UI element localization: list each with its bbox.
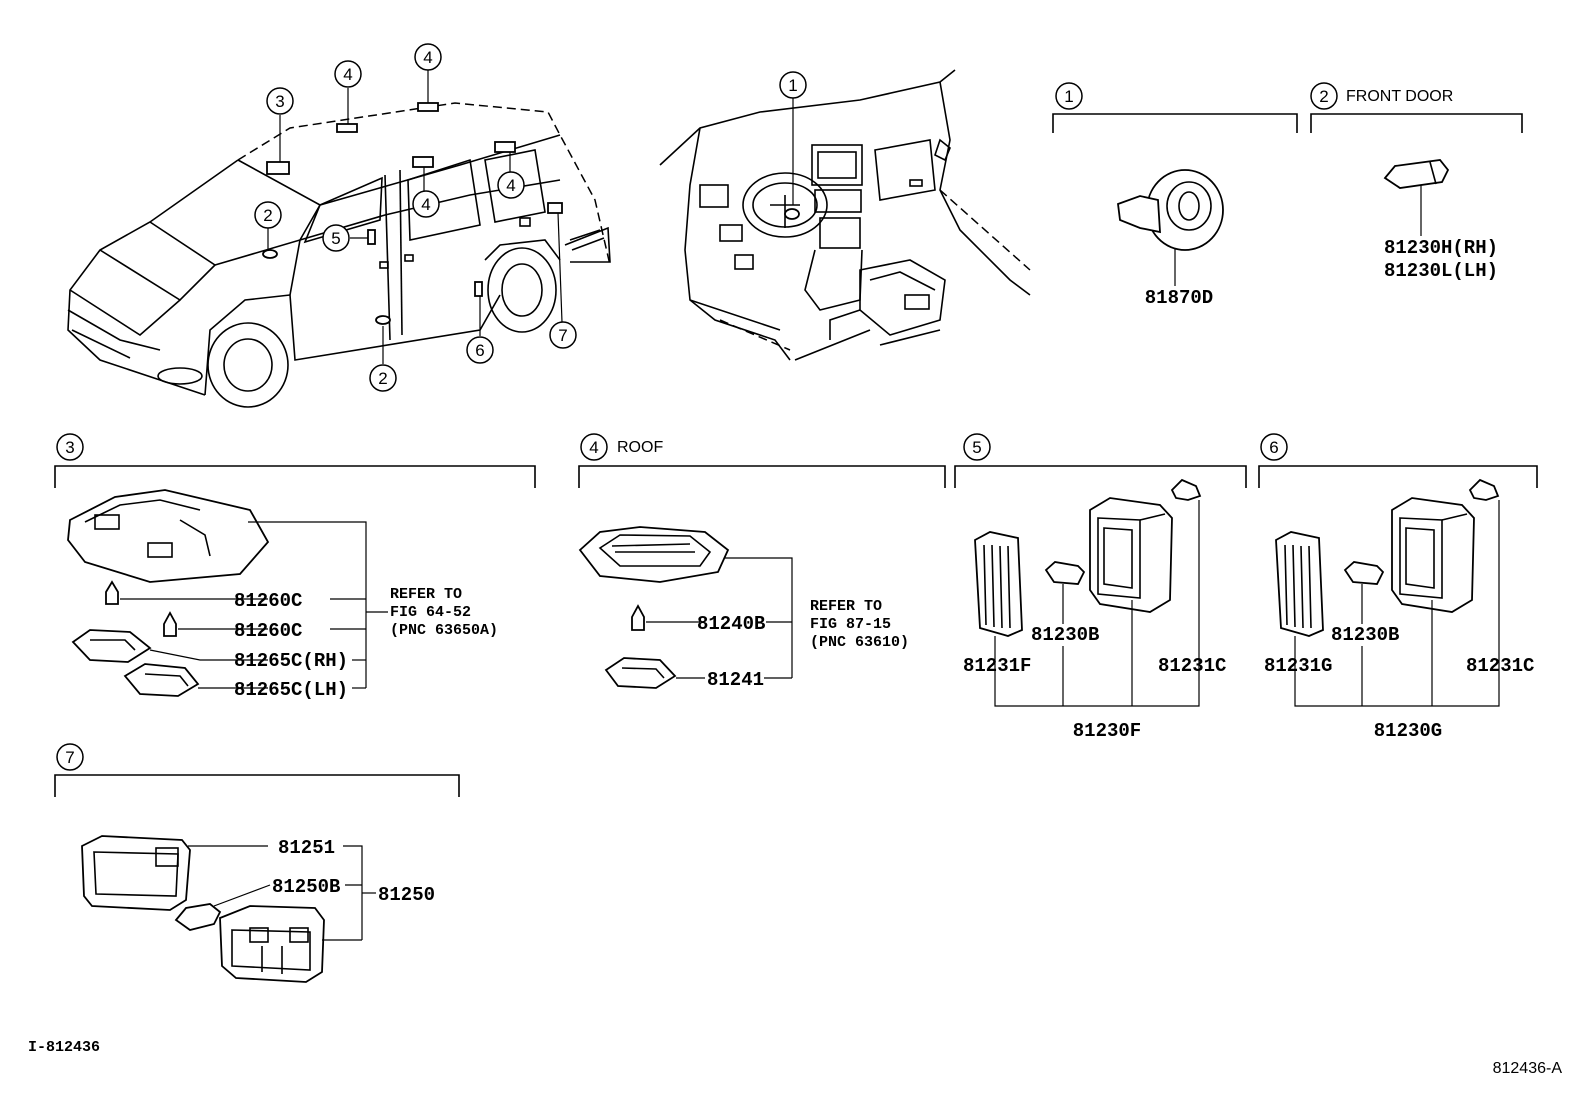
courtesy-lamp-assembly-6 [1275,478,1500,707]
callout-3-car: 3 [266,87,294,115]
svg-text:3: 3 [275,92,284,111]
callout-5-car: 5 [322,224,350,252]
part-81230G: 81230G [1374,720,1442,742]
svg-text:4: 4 [421,195,430,214]
svg-text:4: 4 [343,65,352,84]
part-81231C-6: 81231C [1466,655,1534,677]
section-2-header: 2 FRONT DOOR [1310,82,1523,133]
svg-text:3: 3 [65,438,74,457]
callout-1-dash: 1 [779,71,807,99]
svg-text:4: 4 [506,176,515,195]
part-81265C-lh: 81265C(LH) [234,679,348,701]
note-3-fig: FIG 64-52 [390,604,471,621]
svg-text:5: 5 [972,438,981,457]
section-7-header: 7 [54,743,460,797]
svg-text:2: 2 [1319,87,1328,106]
note-4-refer: REFER TO [810,598,882,615]
luggage-lamp-assembly [81,835,376,983]
part-81231G: 81231G [1264,655,1332,677]
part-81230F: 81230F [1073,720,1141,742]
callout-4-car-d: 4 [497,171,525,199]
part-81231C-5: 81231C [1158,655,1226,677]
callout-4-car-b: 4 [414,43,442,71]
svg-text:2: 2 [263,206,272,225]
section-1-header: 1 [1052,82,1298,133]
dashboard-illustration [659,69,1031,361]
svg-text:1: 1 [788,76,797,95]
vehicle-illustration [67,70,611,408]
note-4-fig: FIG 87-15 [810,616,891,633]
svg-text:5: 5 [331,229,340,248]
svg-text:6: 6 [475,341,484,360]
roof-lamp-assembly [578,526,793,689]
callout-2-car-b: 2 [369,364,397,392]
part-81231F: 81231F [963,655,1031,677]
part-81251: 81251 [278,837,335,859]
part-81265C-rh: 81265C(RH) [234,650,348,672]
part-81230H-rh: 81230H(RH) [1384,237,1498,259]
note-4-pnc: (PNC 63610) [810,634,909,651]
note-3-refer: REFER TO [390,586,462,603]
map-lamp-assembly [67,489,388,697]
part-81260C-a: 81260C [234,590,302,612]
svg-text:4: 4 [423,48,432,67]
callout-4-car-a: 4 [334,60,362,88]
part-81241: 81241 [707,669,764,691]
callout-2-car-a: 2 [254,201,282,229]
note-3-pnc: (PNC 63650A) [390,622,498,639]
section-4-header: 4 ROOF [578,433,946,488]
part-81230B-5: 81230B [1031,624,1099,646]
courtesy-lamp-assembly-5 [974,478,1202,707]
callout-7-car: 7 [549,321,577,349]
part-81250: 81250 [378,884,435,906]
svg-text:4: 4 [589,438,598,457]
part-81870D: 81870D [1145,287,1213,309]
svg-text:1: 1 [1064,87,1073,106]
diagram-id-left: I-812436 [28,1039,100,1056]
part-81230L-lh: 81230L(LH) [1384,260,1498,282]
part-81250B: 81250B [272,876,340,898]
svg-text:7: 7 [65,748,74,767]
section-5-header: 5 [954,433,1247,488]
part-81260C-b: 81260C [234,620,302,642]
svg-text:6: 6 [1269,438,1278,457]
section-4-label: ROOF [617,439,663,456]
section-2-label: FRONT DOOR [1346,88,1453,105]
part-81230B-6: 81230B [1331,624,1399,646]
diagram-id-right: 812436-A [1493,1060,1563,1077]
front-door-bulb [1383,159,1450,236]
callout-6-car: 6 [466,336,494,364]
callout-4-car-c: 4 [412,190,440,218]
svg-text:7: 7 [558,326,567,345]
part-81240B: 81240B [697,613,765,635]
section-6-header: 6 [1258,433,1538,488]
ignition-key-cylinder-light [1117,169,1224,286]
svg-text:2: 2 [378,369,387,388]
section-3-header: 3 [54,433,536,488]
